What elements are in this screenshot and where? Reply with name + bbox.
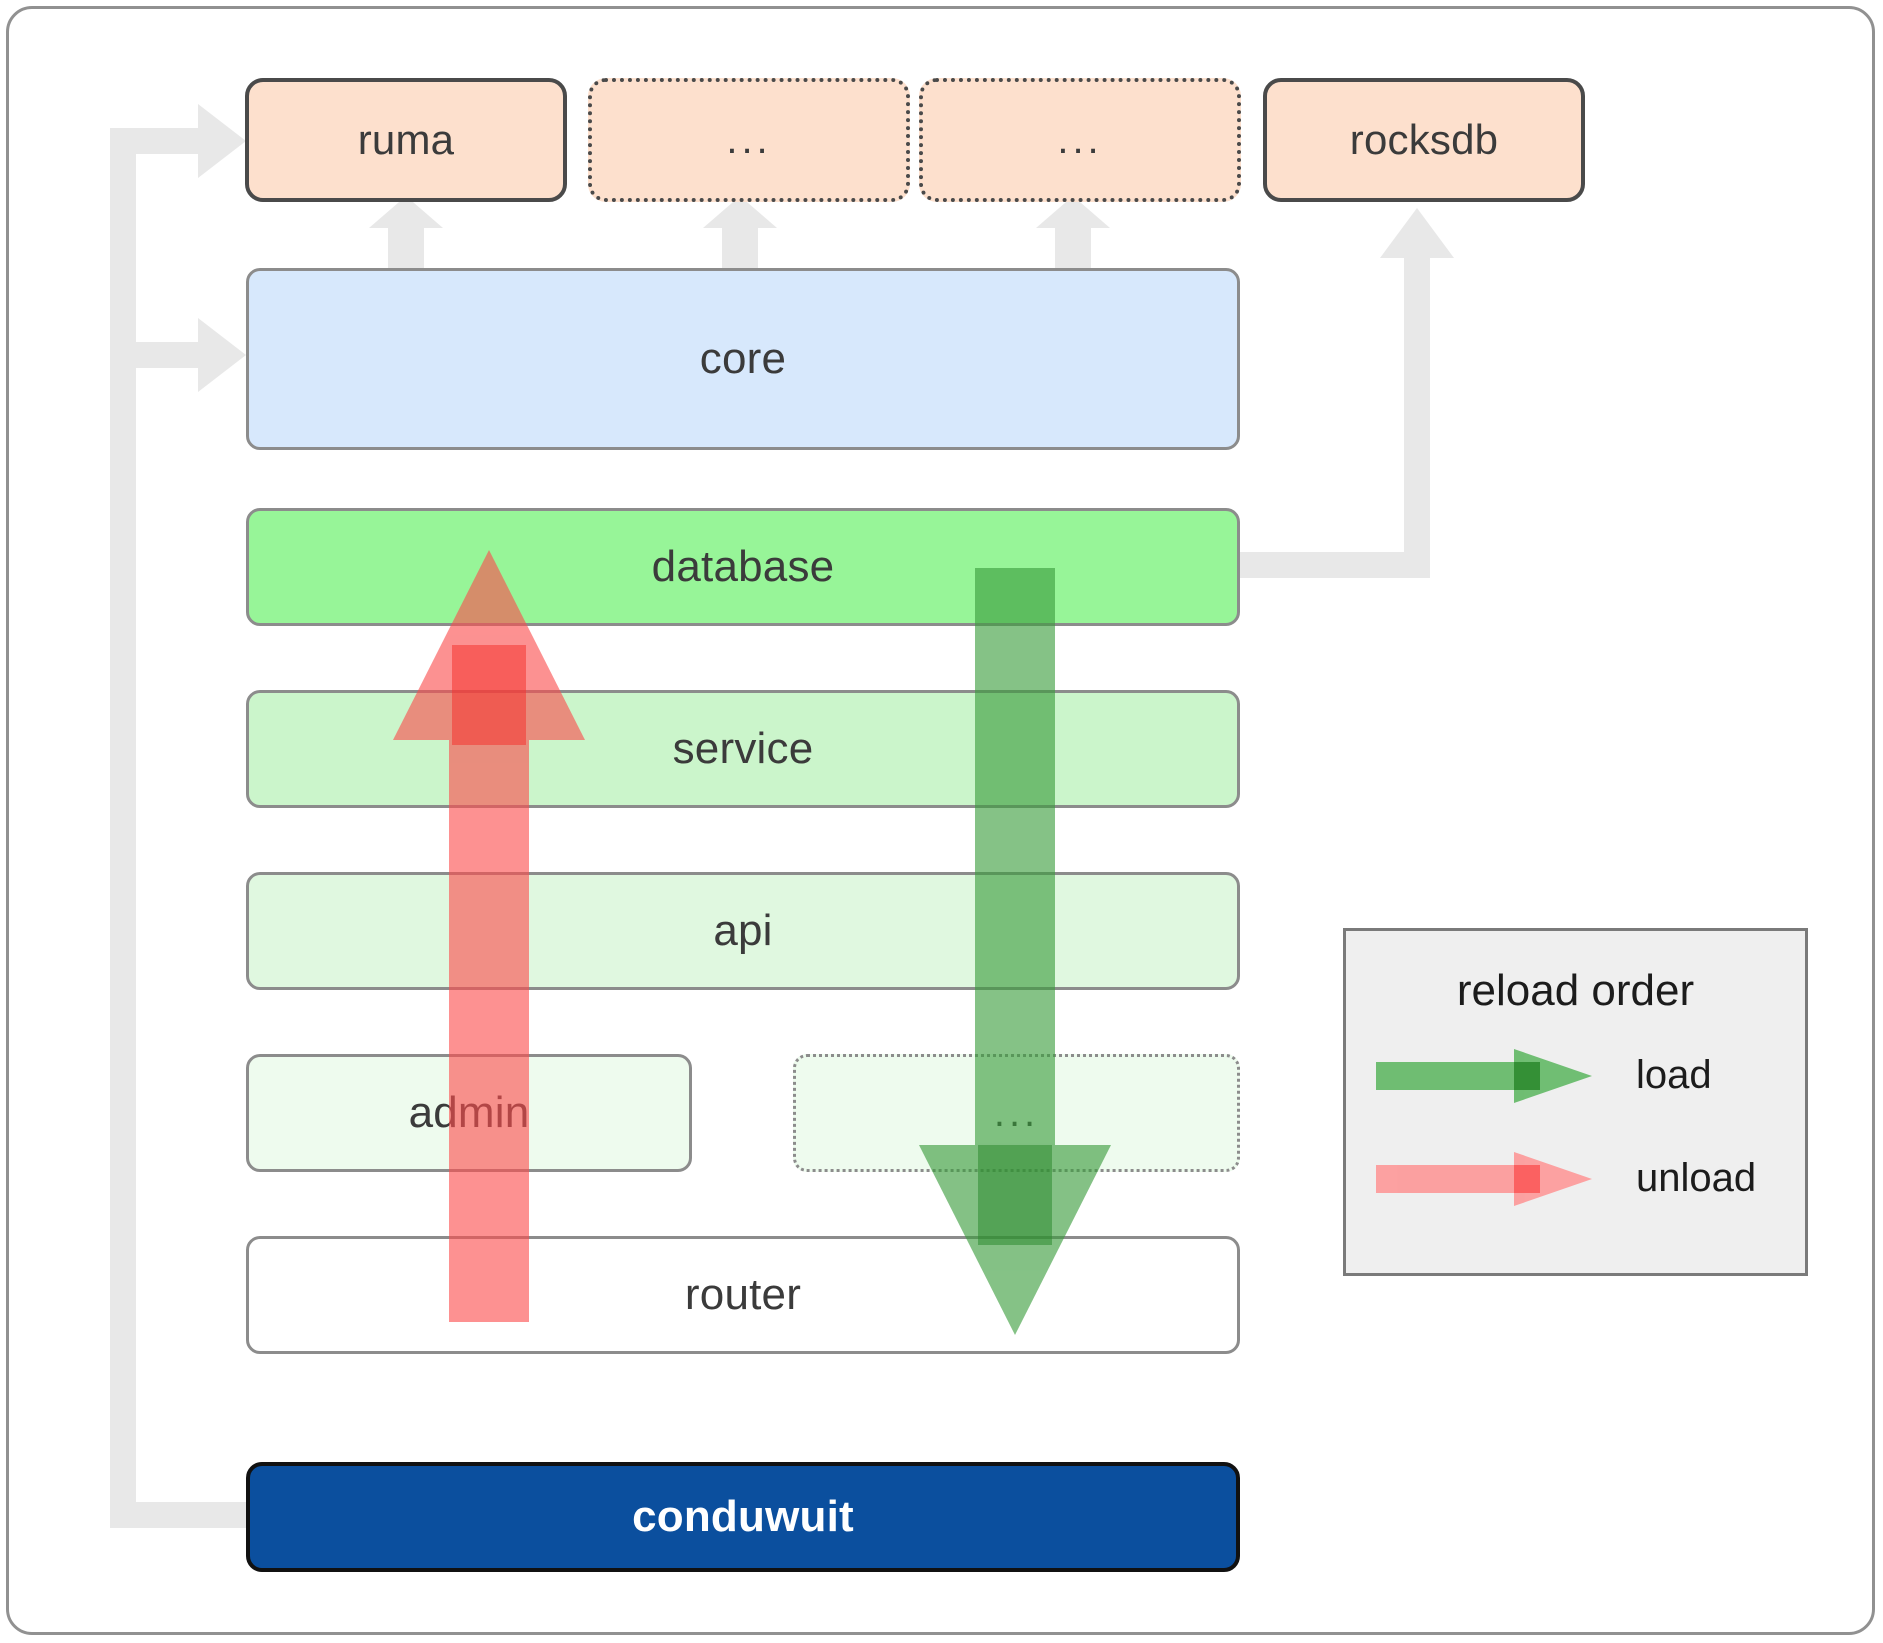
- legend-title: reload order: [1456, 966, 1695, 1015]
- app-box-conduwuit-label: conduwuit: [632, 1492, 854, 1541]
- stack-box-router[interactable]: router: [246, 1236, 1240, 1354]
- external-box-more-1[interactable]: ...: [588, 78, 910, 202]
- stack-box-service[interactable]: service: [246, 690, 1240, 808]
- stack-box-api-label: api: [713, 906, 773, 955]
- load-arrow-icon: [1376, 1049, 1592, 1103]
- core-box[interactable]: core: [246, 268, 1240, 450]
- app-box-conduwuit[interactable]: conduwuit: [246, 1462, 1240, 1572]
- stack-box-admin[interactable]: admin: [246, 1054, 692, 1172]
- core-box-label: core: [699, 334, 787, 383]
- stack-box-api[interactable]: api: [246, 872, 1240, 990]
- legend-panel: reload order load unload: [1343, 928, 1808, 1276]
- external-box-rocksdb[interactable]: rocksdb: [1263, 78, 1585, 202]
- external-box-ruma-label: ruma: [357, 116, 455, 163]
- external-box-rocksdb-label: rocksdb: [1349, 116, 1499, 163]
- diagram-frame: [6, 6, 1875, 1635]
- stack-box-router-label: router: [684, 1270, 802, 1319]
- unload-arrow-icon-notch: [1514, 1165, 1540, 1193]
- stack-box-admin-label: admin: [408, 1088, 530, 1137]
- external-box-more-2-label: ...: [1057, 118, 1103, 162]
- stack-box-database-label: database: [651, 542, 835, 591]
- external-box-more-1-label: ...: [726, 118, 772, 162]
- stack-box-service-label: service: [672, 724, 814, 773]
- external-box-more-2[interactable]: ...: [919, 78, 1241, 202]
- legend-arrow-icons: [1376, 1049, 1592, 1206]
- unload-arrow-icon: [1376, 1152, 1592, 1206]
- stack-box-more[interactable]: ...: [793, 1054, 1240, 1172]
- stack-box-database[interactable]: database: [246, 508, 1240, 626]
- legend-label-unload: unload: [1636, 1156, 1757, 1200]
- stack-box-more-label: ...: [993, 1091, 1040, 1135]
- external-box-ruma[interactable]: ruma: [245, 78, 567, 202]
- legend-label-load: load: [1636, 1053, 1712, 1097]
- load-arrow-icon-notch: [1514, 1062, 1540, 1090]
